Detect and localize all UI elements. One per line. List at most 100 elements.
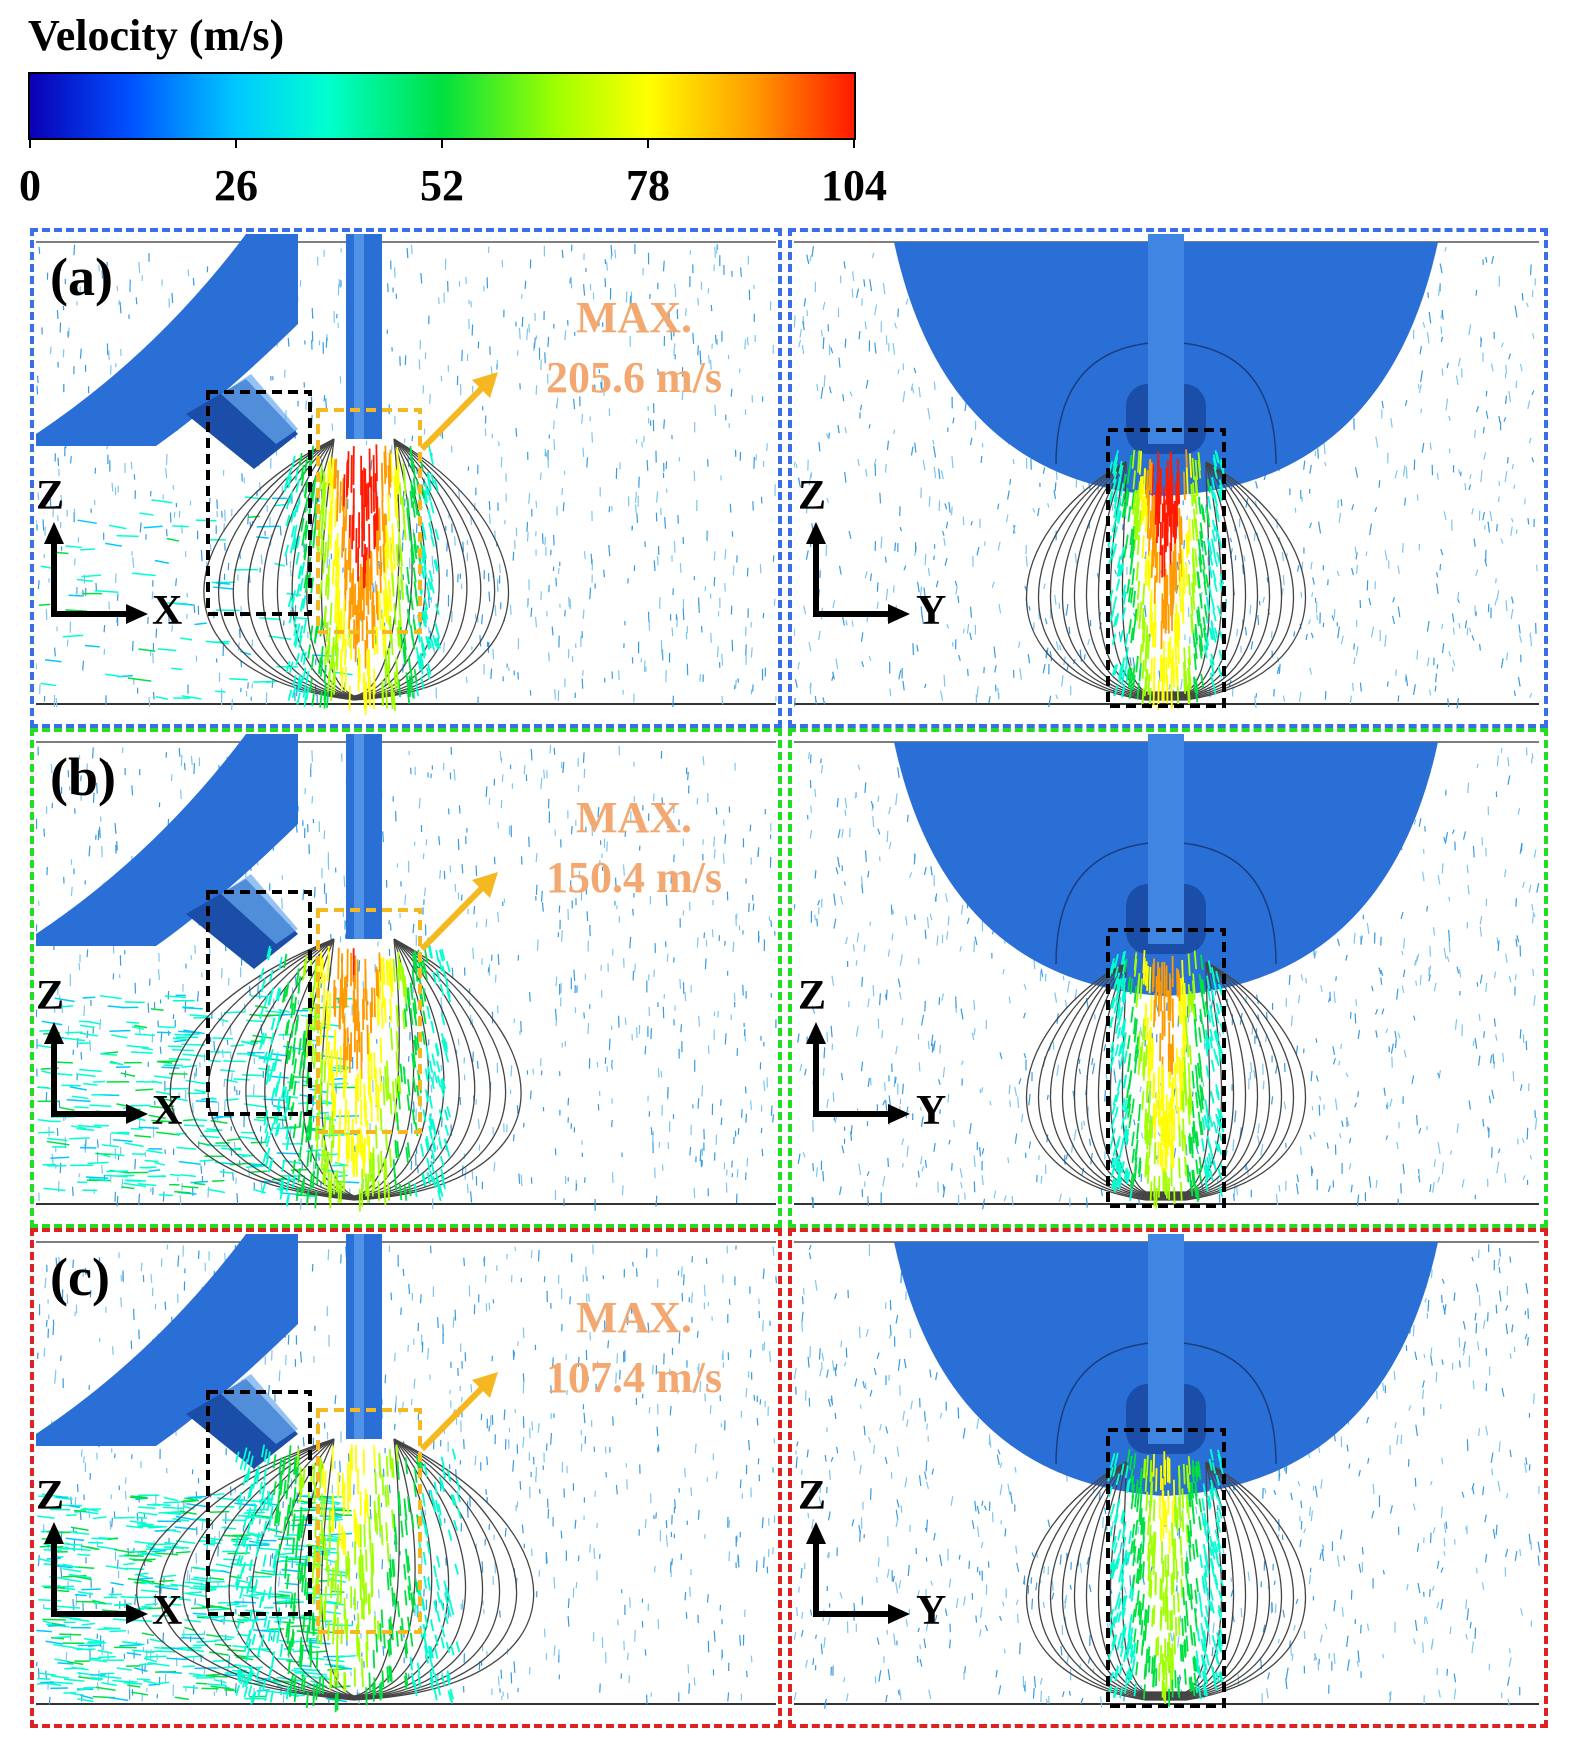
max-velocity-box: [316, 908, 422, 1134]
jet-vector: [1187, 573, 1191, 596]
background-vector: [1054, 594, 1057, 605]
side-flow-vector: [151, 499, 173, 504]
max-value: 205.6 m/s: [546, 353, 722, 402]
jet-vector: [382, 543, 386, 573]
background-vector: [610, 244, 613, 257]
background-vector: [1025, 555, 1028, 567]
jet-vector: [309, 625, 314, 641]
jet-vector: [428, 570, 434, 583]
background-vector: [1464, 620, 1468, 629]
background-vector: [1349, 695, 1352, 704]
jet-vector: [410, 548, 414, 565]
background-vector: [928, 496, 931, 507]
side-flow-vector: [131, 1026, 145, 1030]
jet-vector: [323, 682, 327, 701]
background-vector: [1473, 538, 1476, 547]
background-vector: [536, 939, 539, 951]
background-vector: [1510, 608, 1514, 620]
background-vector: [516, 1105, 519, 1114]
background-vector: [797, 477, 801, 488]
background-vector: [1506, 456, 1509, 464]
side-flow-vector: [40, 682, 57, 687]
jet-vector: [387, 1182, 391, 1201]
background-vector: [155, 628, 158, 638]
jet-vector: [273, 1059, 278, 1072]
jet-vector: [306, 1188, 310, 1205]
jet-vector: [323, 1165, 327, 1187]
side-flow-vector: [226, 1138, 240, 1142]
background-vector: [912, 643, 915, 656]
jet-vector: [1197, 460, 1202, 479]
background-vector: [493, 856, 496, 865]
background-vector: [1505, 600, 1508, 612]
background-vector: [1510, 596, 1514, 604]
background-vector: [472, 947, 475, 959]
background-vector: [252, 1084, 255, 1096]
jet-vector: [379, 545, 383, 576]
background-vector: [343, 875, 346, 888]
background-vector: [157, 1020, 160, 1028]
jet-vector: [1208, 565, 1213, 579]
jet-vector: [1125, 491, 1130, 507]
jet-vector: [259, 1032, 265, 1044]
background-vector: [941, 993, 945, 1001]
background-vector: [1434, 685, 1437, 692]
jet-vector: [320, 492, 324, 514]
side-flow-vector: [154, 1161, 166, 1166]
background-vector: [614, 249, 617, 259]
background-vector: [997, 503, 1000, 510]
background-vector: [660, 1070, 663, 1078]
jet-vector: [408, 675, 413, 691]
side-flow-vector: [164, 995, 187, 999]
background-vector: [1255, 481, 1258, 489]
background-vector: [851, 620, 854, 627]
background-vector: [36, 385, 39, 395]
background-vector: [838, 565, 842, 575]
jet-vector: [1145, 669, 1149, 690]
max-label: MAX.: [575, 793, 693, 842]
side-flow-vector: [121, 1186, 135, 1190]
jet-vector: [310, 655, 315, 671]
jet-vector: [267, 948, 272, 961]
jet-vector: [288, 490, 294, 503]
jet-vector: [398, 482, 403, 505]
background-vector: [1474, 605, 1476, 616]
background-vector: [196, 991, 200, 1002]
side-flow-vector: [215, 582, 231, 585]
background-vector: [1082, 485, 1085, 491]
jet-vector: [421, 1031, 426, 1045]
background-vector: [1504, 869, 1507, 878]
background-vector: [449, 865, 452, 873]
background-vector: [1353, 932, 1356, 944]
jet-vector: [395, 668, 399, 688]
side-flow-vector: [89, 1104, 112, 1108]
jet-vector: [440, 1013, 446, 1026]
jet-vector: [325, 1037, 328, 1062]
jet-vector: [1218, 649, 1224, 661]
side-flow-vector: [150, 1008, 164, 1011]
background-vector: [1529, 264, 1532, 276]
jet-vector: [325, 990, 329, 1018]
jet-vector: [395, 1005, 400, 1027]
jet-vector: [1138, 510, 1142, 533]
jet-vector: [383, 1185, 387, 1205]
side-flow-vector: [138, 648, 156, 653]
side-flow-vector: [101, 1144, 120, 1148]
background-vector: [1083, 654, 1086, 660]
jet-vector: [392, 546, 396, 570]
jet-vector: [440, 1033, 446, 1045]
background-vector: [1441, 368, 1444, 376]
background-vector: [323, 395, 326, 402]
jet-vector: [339, 612, 342, 639]
background-vector: [447, 808, 450, 815]
jet-vector: [1125, 669, 1130, 683]
background-vector: [921, 1165, 925, 1172]
background-vector: [708, 355, 710, 364]
velocity-contour: [1049, 461, 1283, 699]
jet-vector: [396, 1141, 400, 1159]
jet-vector: [295, 479, 300, 493]
axis-x-arrowhead: [126, 604, 148, 624]
background-vector: [941, 530, 945, 536]
jet-vector: [1194, 642, 1198, 660]
background-vector: [905, 298, 909, 305]
